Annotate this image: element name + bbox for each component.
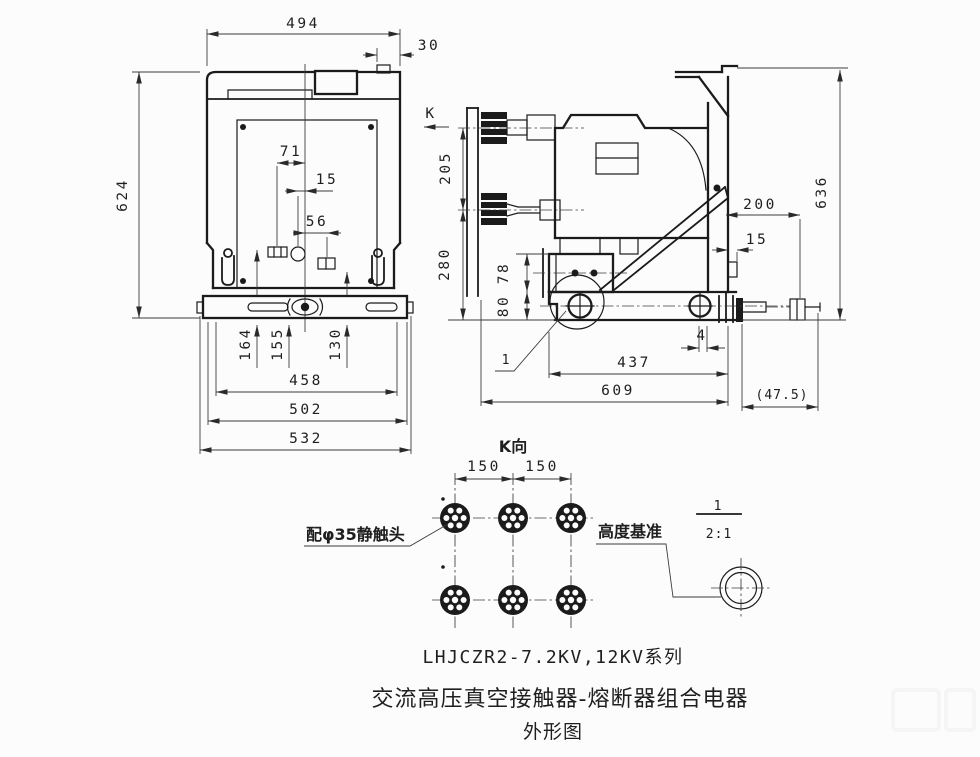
dim-front-155: 155: [270, 327, 286, 361]
callout-1-label: 1: [502, 353, 511, 368]
front-panel: [236, 119, 378, 289]
dim-pitch-right: 150: [525, 459, 559, 475]
dim-front-502: 502: [289, 402, 323, 418]
latch-block: [533, 248, 627, 298]
static-contacts: [440, 503, 586, 615]
detail-callout-label: 1: [714, 499, 723, 514]
title-block: LHJCZR2-7.2KV,12KV系列 交流高压真空接触器-熔断器组合电器 外…: [372, 647, 749, 743]
terminal-layout-view: K向 150 150: [304, 437, 721, 628]
dim-side-609: 609: [601, 383, 635, 399]
dim-front-458: 458: [289, 373, 323, 389]
lower-terminal: [458, 193, 584, 225]
contact-terminal: [440, 503, 470, 533]
front-view: 494 30 624 71 15 56 164 155 130 458: [115, 16, 440, 454]
dim-side-47-5: (47.5): [756, 388, 809, 403]
rear-column: [674, 64, 739, 294]
roller-right: [688, 294, 712, 318]
detail-circle: [549, 274, 605, 330]
contact-terminal: [556, 585, 586, 615]
dim-side-200: 200: [743, 197, 777, 213]
dim-front-56: 56: [306, 214, 328, 230]
dim-front-71: 71: [280, 144, 302, 160]
callout-1-leader: [495, 310, 567, 372]
dim-side-437: 437: [617, 355, 651, 371]
dim-front-130: 130: [328, 327, 344, 361]
contact-terminal: [498, 503, 528, 533]
detail-view: 1 2:1: [696, 499, 771, 618]
dim-side-78: 78: [496, 262, 512, 284]
k-view-label: K向: [499, 437, 527, 456]
contactor-body: [553, 113, 708, 240]
roller-left: [567, 293, 593, 319]
dim-side-636: 636: [814, 175, 830, 209]
contact-note-leader: [304, 523, 449, 547]
dim-front-532: 532: [289, 431, 323, 447]
watermark: [891, 688, 976, 732]
dim-front-15: 15: [316, 172, 338, 188]
dim-side-205: 205: [438, 151, 454, 185]
dim-side-80: 80: [496, 295, 512, 317]
handle: [742, 298, 821, 321]
side-view: K: [424, 64, 848, 411]
title-drawing-type: 外形图: [523, 721, 583, 743]
left-hook: [221, 255, 235, 286]
view-arrow-label: K: [425, 106, 436, 122]
dim-side-280: 280: [437, 247, 453, 281]
dim-front-164: 164: [238, 327, 254, 361]
detail-scale: 2:1: [706, 527, 732, 542]
title-product: 交流高压真空接触器-熔断器组合电器: [372, 687, 749, 712]
upper-terminal: [458, 112, 584, 144]
contact-note: 配φ35静触头: [306, 525, 405, 544]
contact-terminal: [556, 503, 586, 533]
dim-side-15: 15: [746, 232, 768, 248]
title-series: LHJCZR2-7.2KV,12KV系列: [422, 647, 683, 668]
contact-terminal: [498, 585, 528, 615]
datum-note-leader: [596, 543, 721, 598]
contact-terminal: [440, 585, 470, 615]
dim-front-height: 624: [115, 178, 131, 212]
datum-note: 高度基准: [598, 522, 662, 541]
dim-pitch-left: 150: [467, 459, 501, 475]
dim-front-width: 494: [286, 16, 320, 32]
base-rail: [540, 274, 790, 330]
center-hole: [290, 246, 306, 262]
dim-side-4: 4: [696, 328, 707, 344]
dim-front-tab: 30: [418, 38, 440, 54]
